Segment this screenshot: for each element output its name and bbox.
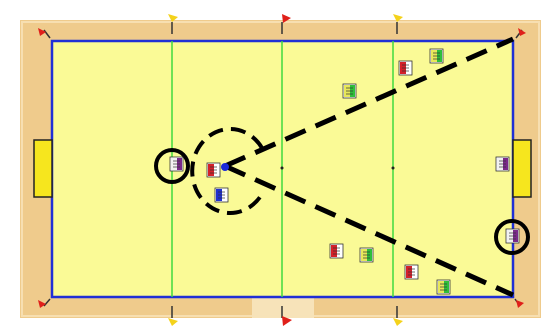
spot-center [281,167,284,170]
spot-right [392,167,395,170]
bottom-strip [252,298,314,318]
robot-keeper [506,229,519,243]
robot-opponent [360,248,373,262]
robot-keeper [496,157,509,171]
goal-right [513,140,531,197]
robot-red [405,265,418,279]
ball [221,163,229,171]
robot-opponent [430,49,443,63]
robot-opponent [437,280,450,294]
robot-opponent [343,84,356,98]
robot-red [399,61,412,75]
robot-red [207,163,220,177]
robot-blue [215,188,228,202]
robot-keeper [170,157,183,171]
goal-left [34,140,52,197]
robot-red [330,244,343,258]
